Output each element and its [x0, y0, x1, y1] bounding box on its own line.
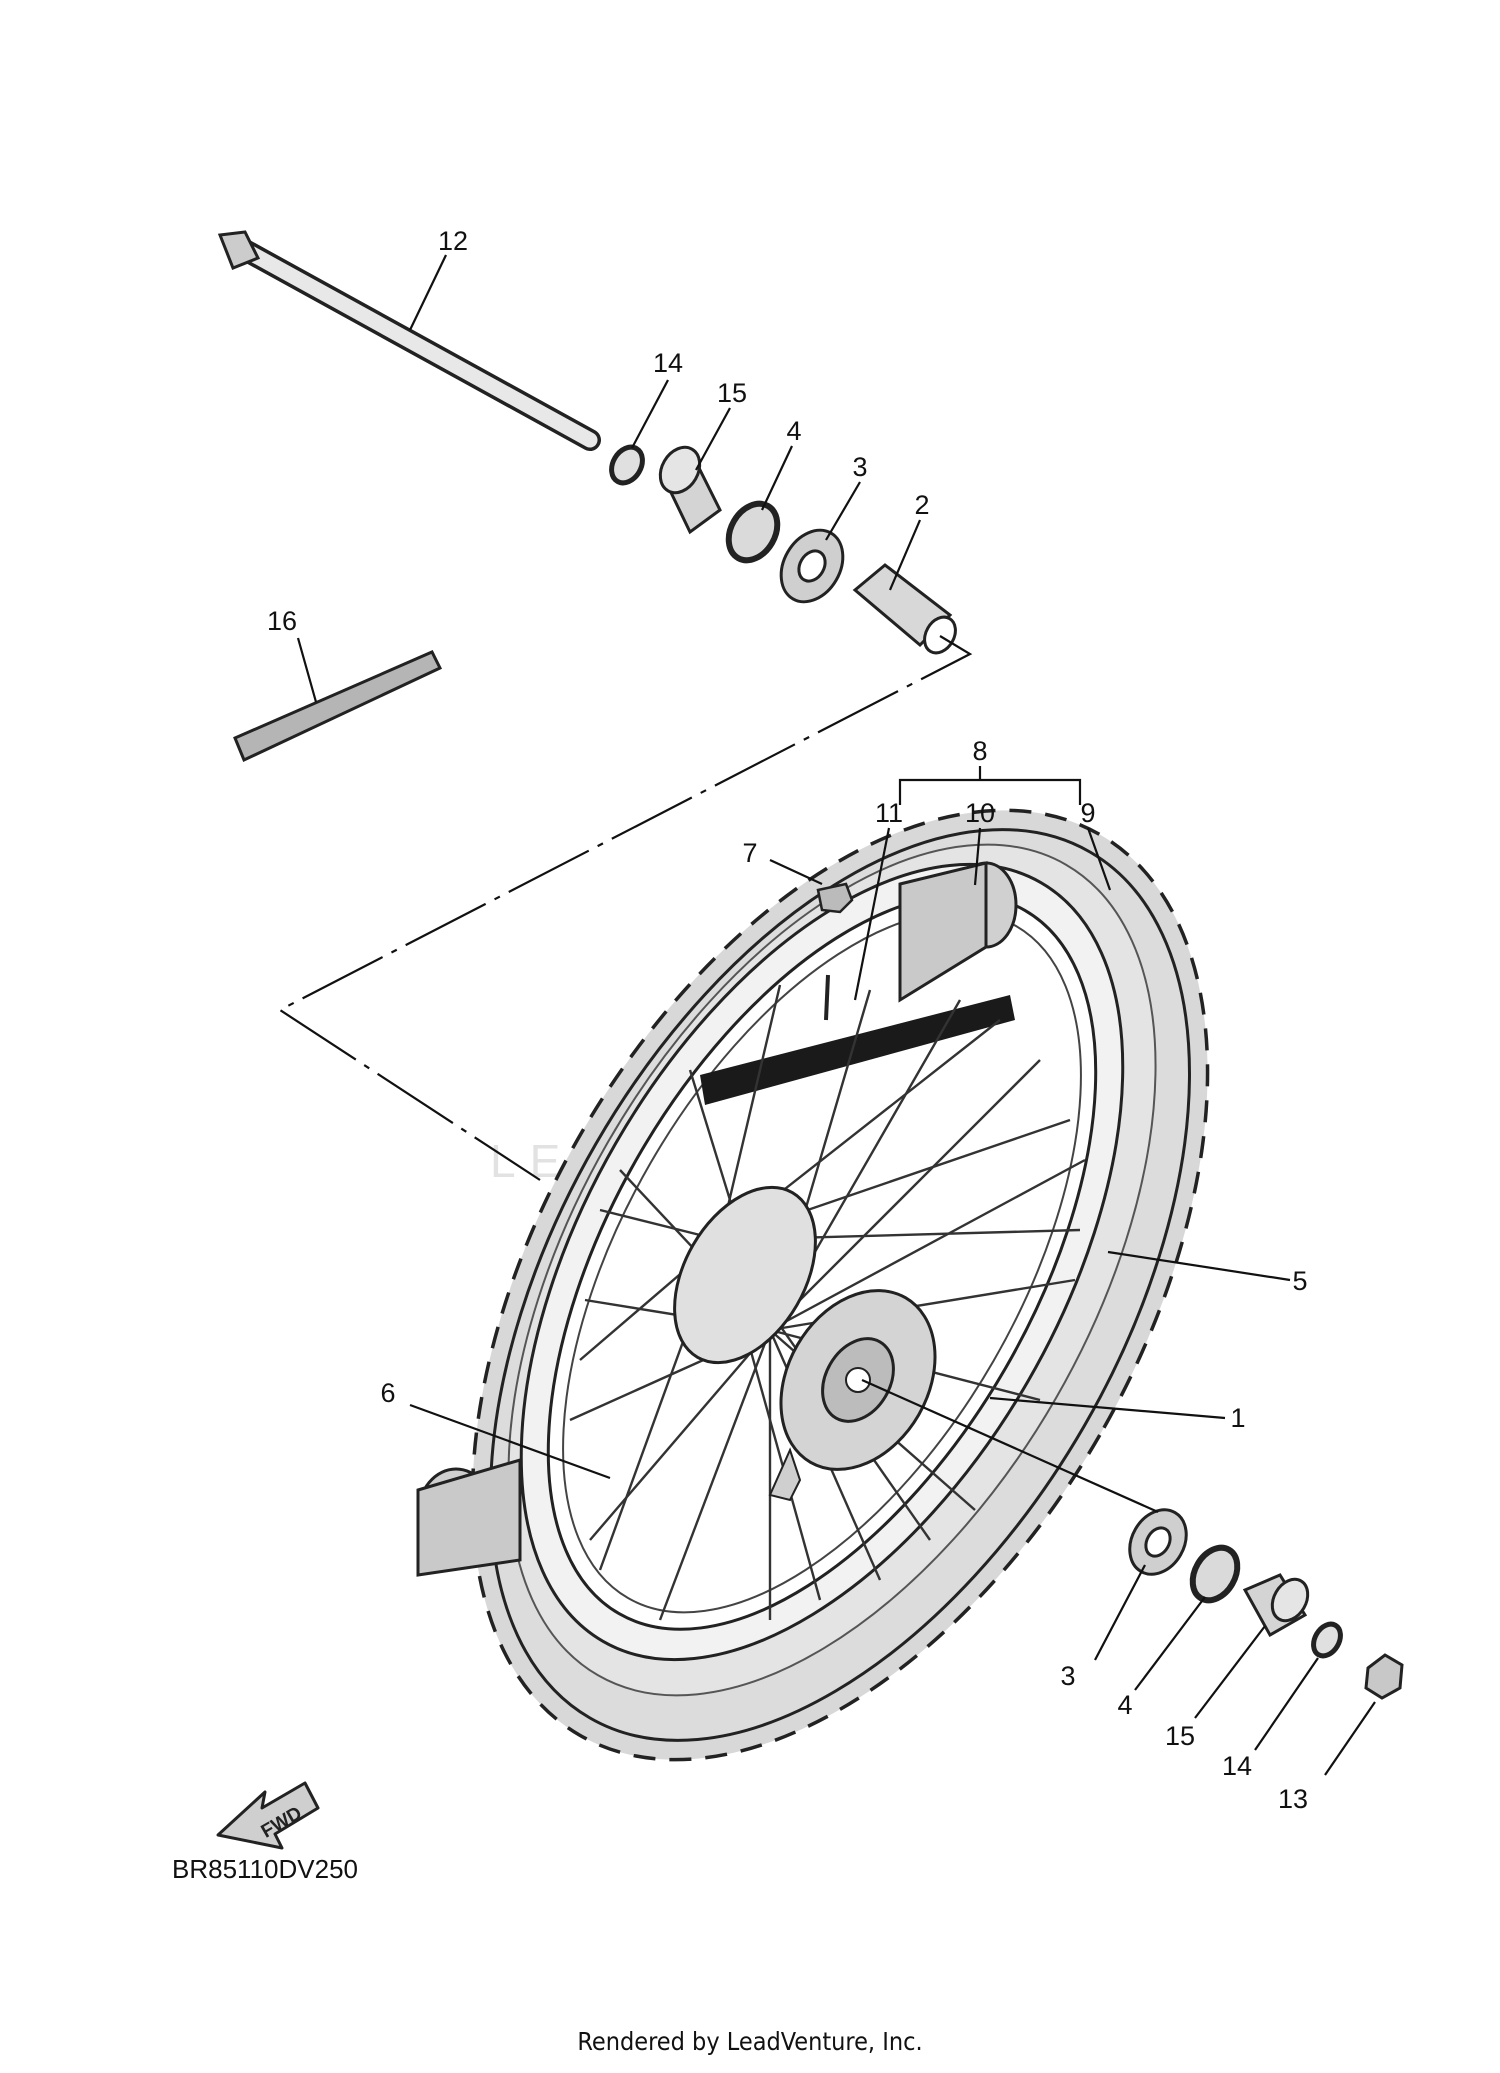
callout-3-upper: 3 — [852, 452, 867, 482]
callout-3-lower: 3 — [1060, 1661, 1075, 1691]
credit-text: Rendered by LeadVenture, Inc. — [577, 2027, 922, 2056]
oil-seal-lower — [1189, 1544, 1241, 1604]
callout-numbers: 12 14 15 4 3 2 16 8 11 10 9 7 5 1 6 3 4 … — [267, 226, 1308, 1814]
callout-4-upper: 4 — [786, 416, 801, 446]
callout-11: 11 — [875, 798, 903, 828]
callout-5: 5 — [1292, 1266, 1307, 1296]
inner-tube — [416, 861, 1018, 1577]
callout-10: 10 — [965, 798, 995, 828]
callout-15-upper: 15 — [717, 378, 747, 408]
assembly-dash-line — [277, 635, 973, 1181]
collar-lower — [1242, 1573, 1310, 1638]
axle-nut — [1364, 1653, 1404, 1700]
leader-lines — [296, 254, 1376, 1776]
callout-4-lower: 4 — [1117, 1690, 1132, 1720]
callout-6: 6 — [380, 1378, 395, 1408]
callout-14-upper: 14 — [653, 348, 683, 378]
washer-lower — [1311, 1621, 1343, 1659]
diagram-code: BR85110DV250 — [172, 1854, 358, 1884]
valve-nut — [816, 882, 854, 914]
valve-stem — [824, 974, 830, 1021]
callout-16: 16 — [267, 606, 297, 636]
rim-band — [700, 995, 1015, 1105]
callout-1: 1 — [1230, 1403, 1245, 1433]
washer-upper — [609, 444, 645, 486]
spoke-wrench — [233, 650, 443, 763]
axle — [217, 230, 601, 451]
bearing-lower — [1128, 1508, 1188, 1576]
callout-14-lower: 14 — [1222, 1751, 1252, 1781]
callout-9: 9 — [1080, 798, 1095, 828]
callout-13: 13 — [1278, 1784, 1308, 1814]
wheel-assembly — [416, 808, 1210, 1762]
callout-2: 2 — [914, 490, 929, 520]
callout-8: 8 — [972, 736, 987, 766]
callout-7: 7 — [742, 838, 757, 868]
rim — [519, 862, 1125, 1662]
oil-seal-upper — [725, 500, 781, 564]
callout-15-lower: 15 — [1165, 1721, 1195, 1751]
fwd-arrow-icon: FWD — [216, 1781, 320, 1850]
callout-12: 12 — [438, 226, 468, 256]
bearing-upper — [779, 528, 845, 604]
collar-upper — [658, 445, 722, 535]
spacer — [852, 563, 957, 655]
hub — [673, 1185, 937, 1502]
